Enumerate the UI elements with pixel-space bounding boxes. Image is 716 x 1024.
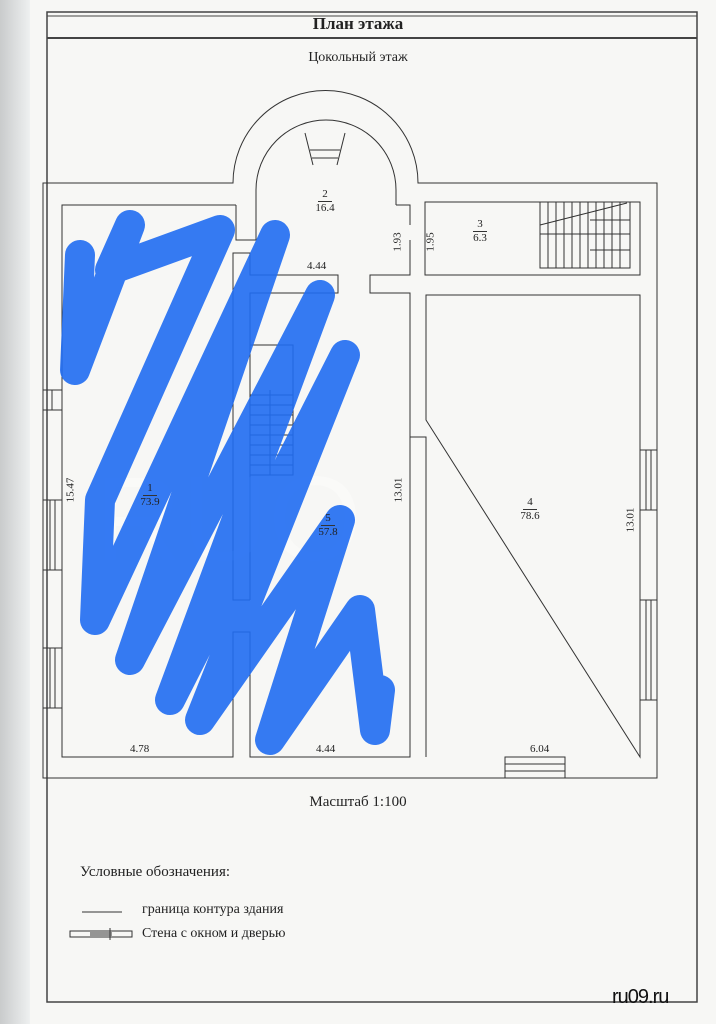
dimension-door-a: 1.93 bbox=[391, 232, 404, 252]
legend-title: Условные обозначения: bbox=[80, 864, 231, 880]
staircase-room-3 bbox=[539, 201, 631, 269]
scale-label: Масштаб 1:100 bbox=[309, 794, 407, 810]
dimension-right-height: 13.01 bbox=[624, 507, 637, 533]
page-fold-shadow bbox=[0, 0, 30, 1024]
redaction-scribble bbox=[60, 210, 395, 755]
dimension-bottom-room-1: 4.78 bbox=[130, 743, 150, 755]
legend-item-contour: граница контура здания bbox=[142, 902, 284, 917]
legend-symbols bbox=[69, 911, 133, 940]
dimension-bottom-room-4: 6.04 bbox=[530, 743, 550, 755]
dimension-door-b: 1.95 bbox=[424, 232, 437, 252]
legend-wall-symbol bbox=[69, 928, 133, 940]
windows bbox=[42, 389, 658, 779]
page-frame bbox=[46, 11, 698, 1003]
dimension-top-room-5: 4.44 bbox=[307, 260, 327, 272]
dimension-bottom-room-5: 4.44 bbox=[316, 743, 336, 755]
legend-item-wall: Стена с окном и дверью bbox=[142, 926, 286, 941]
floor-name: Цокольный этаж bbox=[308, 50, 408, 65]
dimension-left-height: 15.47 bbox=[64, 477, 77, 503]
dimension-center-height: 13.01 bbox=[392, 477, 405, 503]
site-watermark: ru09.ru bbox=[612, 986, 669, 1008]
page-title: План этажа bbox=[312, 14, 404, 33]
